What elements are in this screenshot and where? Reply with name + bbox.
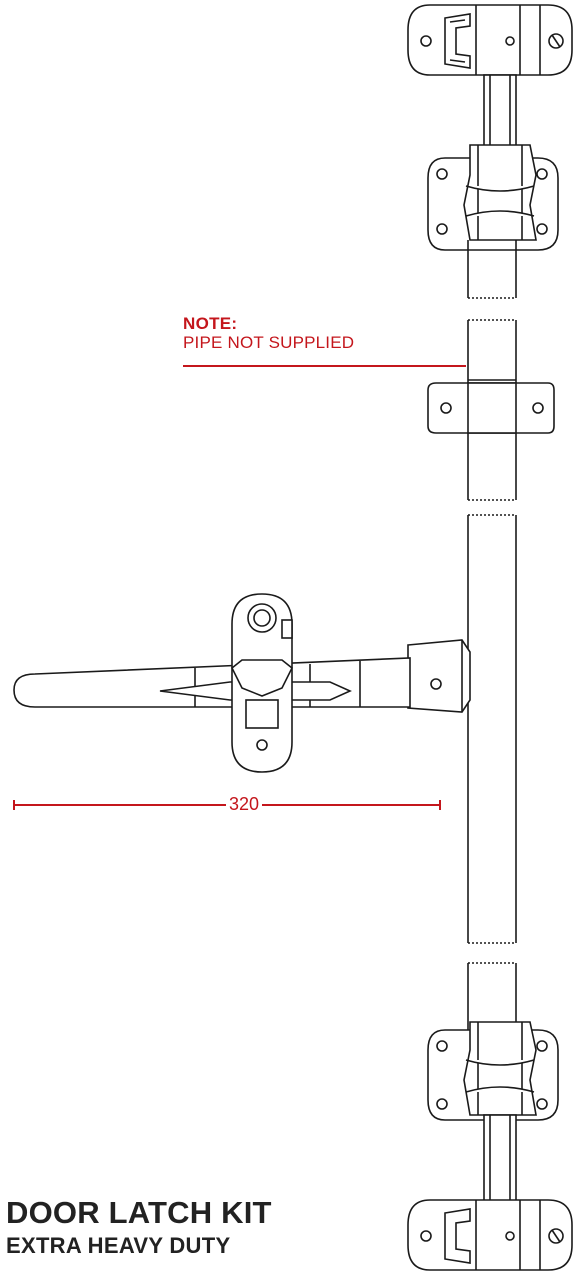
upper-mounting-guide [427,144,559,251]
product-title: DOOR LATCH KIT [6,1195,272,1230]
lower-mounting-guide [427,1021,559,1121]
product-subtitle: EXTRA HEAVY DUTY [6,1233,231,1258]
middle-pipe-guide [427,379,555,434]
handle-lever [13,657,411,708]
bottom-keeper-bracket [407,1199,573,1271]
handle-mount-plate [230,593,294,773]
bottom-rod [483,1114,517,1208]
note-heading: NOTE: [183,314,238,333]
note-text: PIPE NOT SUPPLIED [183,333,355,352]
dimension-label: 320 [226,794,263,815]
pipe-segment [467,240,517,299]
top-rod [483,74,517,151]
pipe-segment [467,962,517,1030]
top-keeper-bracket [407,4,573,76]
pipe-clamp [407,639,471,713]
pipe-segment-long [467,514,517,944]
